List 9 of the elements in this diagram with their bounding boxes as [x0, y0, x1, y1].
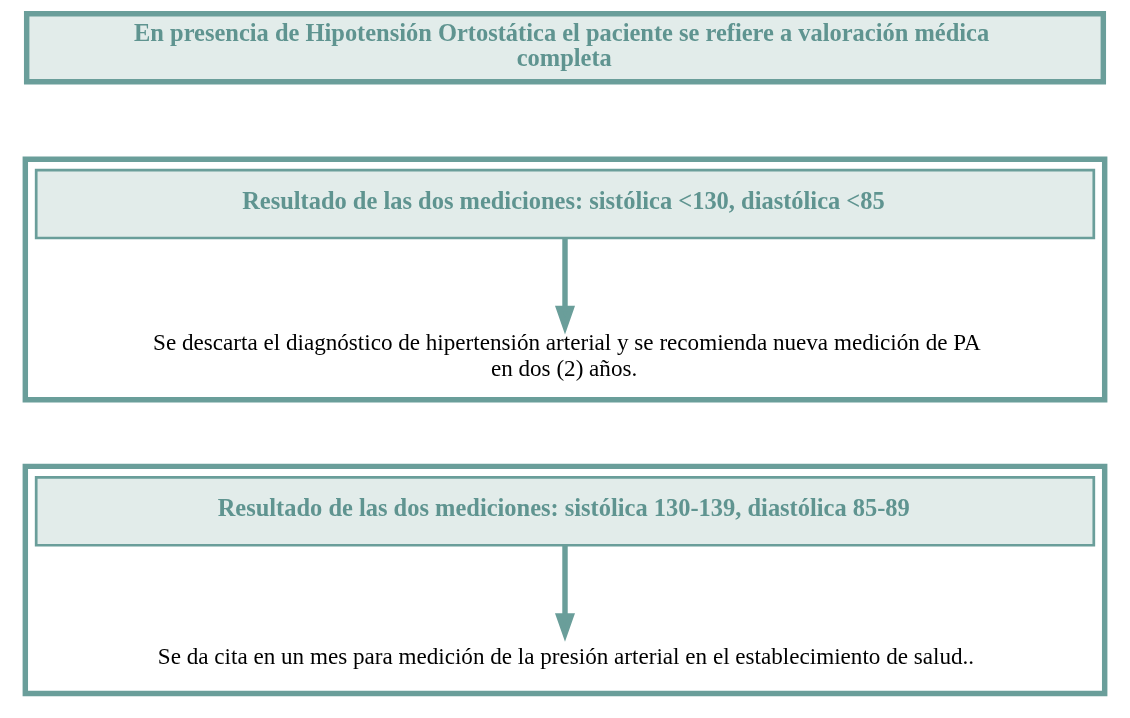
- node-box: Resultado de las dos mediciones: sistólica <130, diastólica <85: [34, 168, 1096, 240]
- node-text: Se da cita en un mes para medición de la presión arterial en el establecimiento de salud..: [157, 642, 975, 669]
- arrow: [554, 545, 576, 642]
- arrow: [554, 238, 576, 335]
- node-box: Resultado de las dos mediciones: sistólica 130-139, diastólica 85-89: [34, 475, 1096, 547]
- node-box: En presencia de Hipotensión Ortostática el paciente se refiere a valoración médica completa: [23, 11, 1107, 85]
- cluster: [22, 463, 1108, 697]
- cluster: [22, 156, 1108, 403]
- node-text: Se descarta el diagnóstico de hipertensión arterial y se recomienda nueva medición de PA en dos (2) años.: [153, 329, 981, 382]
